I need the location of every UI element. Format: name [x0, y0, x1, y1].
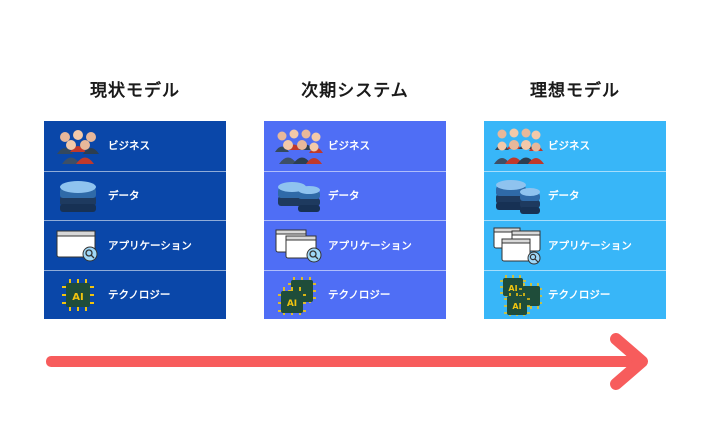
- layer-label: データ: [328, 190, 360, 203]
- ai-chip-icon: AI: [52, 272, 104, 318]
- ai-chip-icon: AI: [272, 272, 324, 318]
- database-icon: [492, 173, 544, 219]
- layer-technology: AI テクノロジー: [264, 269, 446, 320]
- layer-label: ビジネス: [548, 140, 590, 153]
- current-model-title: 現状モデル: [90, 81, 180, 101]
- layer-application: アプリケーション: [264, 220, 446, 270]
- layer-label: データ: [108, 190, 140, 203]
- browser-window-icon: [492, 222, 544, 268]
- layer-application: アプリケーション: [44, 220, 226, 270]
- people-group-icon: [272, 123, 324, 169]
- svg-text:AI: AI: [512, 302, 521, 311]
- svg-text:AI: AI: [287, 299, 297, 309]
- ai-chip-icon: AI AI: [492, 272, 544, 318]
- layer-business: ビジネス: [264, 121, 446, 171]
- layer-business: ビジネス: [44, 121, 226, 171]
- database-icon: [52, 173, 104, 219]
- layer-technology: AI AI テクノロジー: [484, 269, 666, 320]
- people-group-icon: [492, 123, 544, 169]
- ideal-model-panel: ビジネス データ: [484, 121, 666, 319]
- svg-text:AI: AI: [508, 284, 517, 293]
- layer-business: ビジネス: [484, 121, 666, 171]
- database-icon: [272, 173, 324, 219]
- browser-window-icon: [52, 222, 104, 268]
- layer-application: アプリケーション: [484, 220, 666, 270]
- layer-technology: AI テクノロジー: [44, 269, 226, 320]
- layer-label: テクノロジー: [108, 289, 171, 302]
- progress-arrow: [46, 333, 648, 390]
- layer-label: テクノロジー: [328, 289, 391, 302]
- browser-window-icon: [272, 222, 324, 268]
- layer-label: アプリケーション: [108, 239, 192, 252]
- layer-label: ビジネス: [108, 140, 150, 153]
- arrow-head: [610, 333, 648, 390]
- svg-text:AI: AI: [72, 292, 83, 303]
- next-system-panel: ビジネス データ: [264, 121, 446, 319]
- layer-label: アプリケーション: [328, 239, 412, 252]
- layer-data: データ: [264, 170, 446, 221]
- layer-label: ビジネス: [328, 140, 370, 153]
- layer-label: テクノロジー: [548, 289, 611, 302]
- next-system-title: 次期システム: [301, 81, 409, 101]
- current-model-panel: ビジネス データ アプリケーション: [44, 121, 226, 319]
- layer-data: データ: [44, 170, 226, 221]
- people-group-icon: [52, 123, 104, 169]
- ideal-model-title: 理想モデル: [530, 81, 620, 101]
- layer-label: データ: [548, 190, 580, 203]
- person: [60, 131, 70, 142]
- layer-label: アプリケーション: [548, 239, 632, 252]
- layer-data: データ: [484, 170, 666, 221]
- arrow-shaft: [46, 356, 636, 367]
